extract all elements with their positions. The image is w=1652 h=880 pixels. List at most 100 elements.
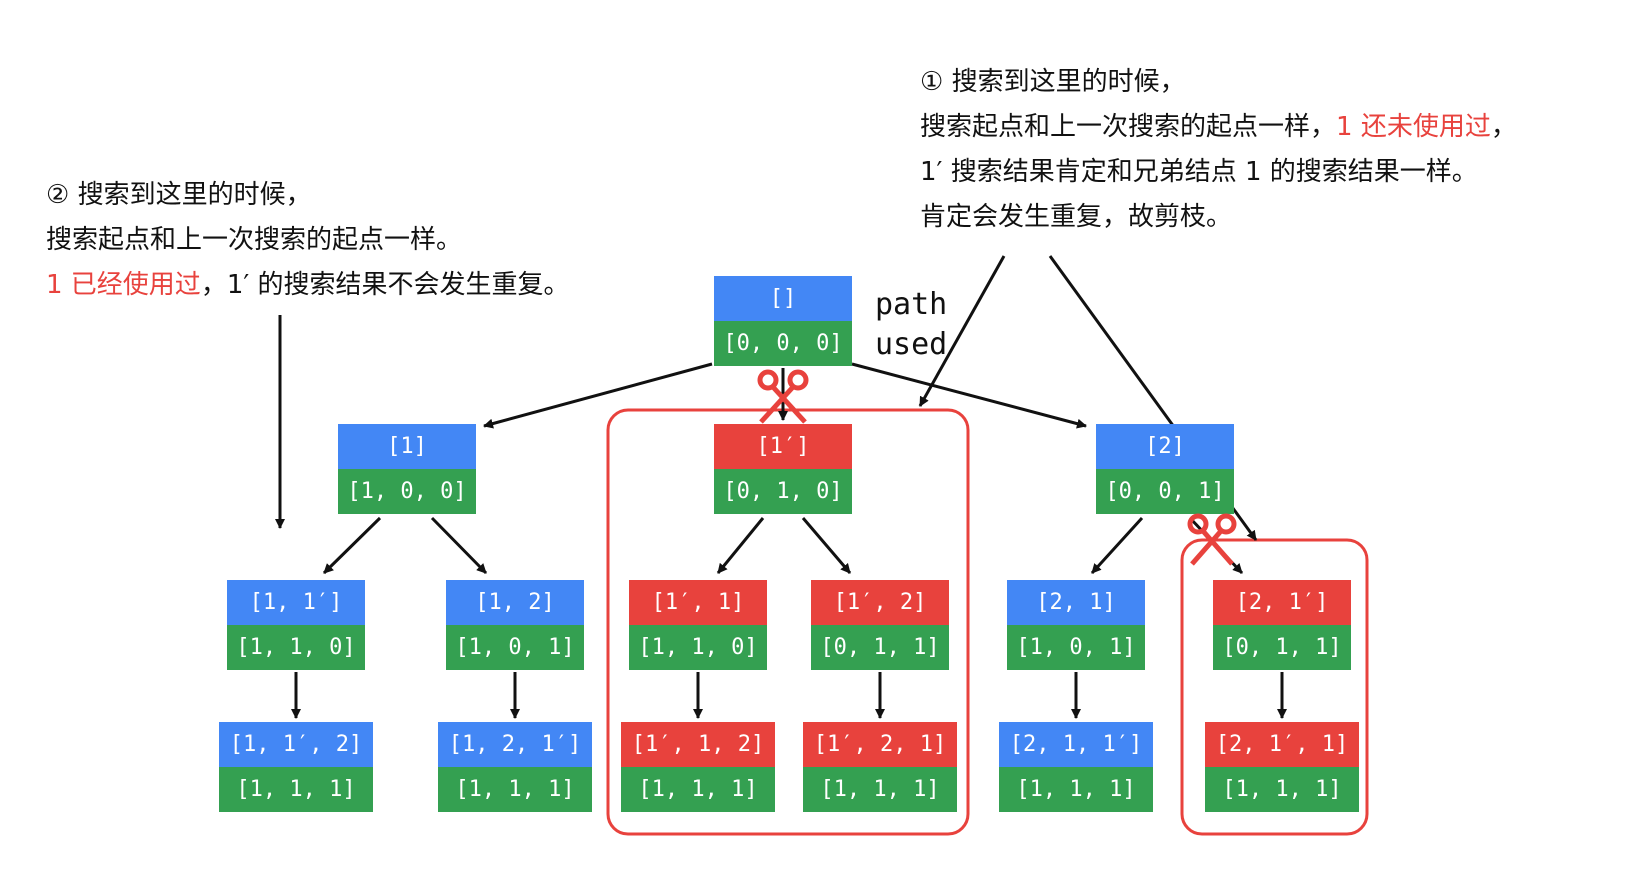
node-used-cell [219, 767, 373, 812]
node-used-cell [714, 469, 852, 514]
node-used-cell [714, 321, 852, 366]
annotation-left-line2: 搜索起点和上一次搜索的起点一样。 [46, 225, 463, 255]
node-path-cell [629, 580, 767, 625]
node-path-cell [1205, 722, 1359, 767]
node-used-cell [1096, 469, 1234, 514]
node-path-label: [1′, 2] [834, 590, 927, 615]
node-path-cell [621, 722, 775, 767]
tree-node-n1p1: [1′, 1][1, 1, 0] [629, 580, 767, 670]
edge-1prime-1prime2 [801, 517, 852, 574]
tree-node-n11p: [1, 1′] [1, 1, 0] [227, 580, 365, 670]
node-used-label: [0, 0, 1] [1105, 479, 1224, 504]
node-used-label: [1, 0, 0] [347, 479, 466, 504]
node-used-cell [629, 625, 767, 670]
node-used-label: [0, 1, 1] [820, 635, 939, 660]
node-used-cell [438, 767, 592, 812]
scissors-icon [1187, 513, 1237, 566]
node-path-cell [714, 424, 852, 469]
edge-1-11prime [322, 516, 382, 575]
edge-1-12 [430, 516, 488, 575]
node-used-label: [1, 0, 1] [455, 635, 574, 660]
annotation-left-line1: ② 搜索到这里的时候， [46, 180, 312, 210]
tree-node-n1p12: [1′, 1, 2][1, 1, 1] [621, 722, 775, 812]
node-path-label: [1, 1′] [250, 590, 343, 615]
annotation-right-line2-b: ， [1490, 112, 1517, 142]
node-used-label: [1, 1, 1] [455, 777, 574, 802]
node-path-label: [] [770, 286, 797, 311]
annotation-left-line3-rest: ，1′ 的搜索结果不会发生重复。 [200, 270, 570, 300]
node-path-cell [1007, 580, 1145, 625]
edge-root-2 [851, 362, 1087, 429]
node-path-label: [1, 1′, 2] [230, 732, 362, 757]
tree-node-n2: [2] [0, 0, 1] [1096, 424, 1234, 514]
node-used-cell [621, 767, 775, 812]
annotation-right-line4: 肯定会发生重复，故剪枝。 [920, 202, 1233, 232]
node-used-label: [1, 1, 1] [236, 777, 355, 802]
node-path-label: [1′] [757, 434, 810, 459]
node-used-label: [1, 0, 1] [1016, 635, 1135, 660]
scissors-icon [757, 369, 809, 424]
node-path-cell [803, 722, 957, 767]
node-path-label: [2, 1′, 1] [1216, 732, 1348, 757]
node-path-cell [1096, 424, 1234, 469]
node-used-cell [338, 469, 476, 514]
tree-node-n1p21: [1′, 2, 1] [1, 1, 1] [803, 722, 957, 812]
node-path-cell [999, 722, 1153, 767]
node-path-label: [2, 1, 1′] [1010, 732, 1142, 757]
annotation-left-highlight: 1 已经使用过 [46, 270, 201, 300]
node-used-label: [0, 0, 0] [723, 331, 842, 356]
node-used-label: [0, 1, 0] [723, 479, 842, 504]
node-used-cell [227, 625, 365, 670]
tree-node-n11p2: [1, 1′, 2] [1, 1, 1] [219, 722, 373, 812]
node-used-cell [803, 767, 957, 812]
node-used-cell [446, 625, 584, 670]
node-used-cell [1213, 625, 1351, 670]
tree-node-n21: [2, 1] [1, 0, 1] [1007, 580, 1145, 670]
node-path-label: [2, 1′] [1236, 590, 1329, 615]
node-path-cell [446, 580, 584, 625]
node-used-label: [0, 1, 1] [1222, 635, 1341, 660]
legend-path-label: path [875, 287, 947, 322]
node-path-cell [1213, 580, 1351, 625]
edge-1prime-1prime1 [716, 517, 765, 574]
legend-used-label: used [875, 327, 947, 362]
tree-node-n1p2: [1′, 2] [0, 1, 1] [811, 580, 949, 670]
node-used-cell [811, 625, 949, 670]
node-used-label: [1, 1, 1] [1016, 777, 1135, 802]
annotation-left-line3: 1 已经使用过，1′ 的搜索结果不会发生重复。 [46, 263, 570, 308]
pruned-subtree-box-2-1prime [1180, 538, 1369, 836]
annotation-right: ① 搜索到这里的时候， 搜索起点和上一次搜索的起点一样，1 还未使用过， 1′ … [920, 60, 1517, 240]
edge-root-1 [483, 362, 713, 429]
pruned-subtree-box-1prime [606, 408, 970, 836]
node-used-label: [1, 1, 1] [820, 777, 939, 802]
tree-node-n12: [1, 2][1, 0, 1] [446, 580, 584, 670]
node-used-cell [1007, 625, 1145, 670]
node-path-label: [1′, 1, 2] [632, 732, 764, 757]
node-path-cell [227, 580, 365, 625]
tree-nodes: [][0, 0, 0][1][1, 0, 0][1′][0, 1, 0][2][… [219, 276, 1359, 812]
tree-node-n1p: [1′] [0, 1, 0] [714, 424, 852, 514]
tree-node-root: [] [0, 0, 0] [714, 276, 852, 366]
node-path-cell [338, 424, 476, 469]
edge-2-21 [1090, 516, 1144, 575]
tree-node-n211p: [2, 1, 1′] [1, 1, 1] [999, 722, 1153, 812]
node-path-label: [2] [1145, 434, 1185, 459]
node-path-label: [2, 1] [1036, 590, 1115, 615]
annotation-left: ② 搜索到这里的时候， 搜索起点和上一次搜索的起点一样。 1 已经使用过，1′ … [46, 173, 570, 308]
node-path-cell [811, 580, 949, 625]
node-path-cell [714, 276, 852, 321]
tree-node-n21p1: [2, 1′, 1] [1, 1, 1] [1205, 722, 1359, 812]
node-used-label: [1, 1, 0] [236, 635, 355, 660]
node-path-label: [1′, 2, 1] [814, 732, 946, 757]
node-path-label: [1] [387, 434, 427, 459]
annotation-right-line2-a: 搜索起点和上一次搜索的起点一样， [920, 112, 1337, 142]
annotation-right-line3: 1′ 搜索结果肯定和兄弟结点 1 的搜索结果一样。 [920, 157, 1478, 187]
node-used-label: [1, 1, 0] [638, 635, 757, 660]
node-path-label: [1, 2, 1′] [449, 732, 581, 757]
node-used-cell [1205, 767, 1359, 812]
node-used-cell [999, 767, 1153, 812]
annotation-right-highlight: 1 还未使用过 [1336, 112, 1491, 142]
node-used-label: [1, 1, 1] [1222, 777, 1341, 802]
tree-node-n21p: [2, 1′] [0, 1, 1] [1213, 580, 1351, 670]
